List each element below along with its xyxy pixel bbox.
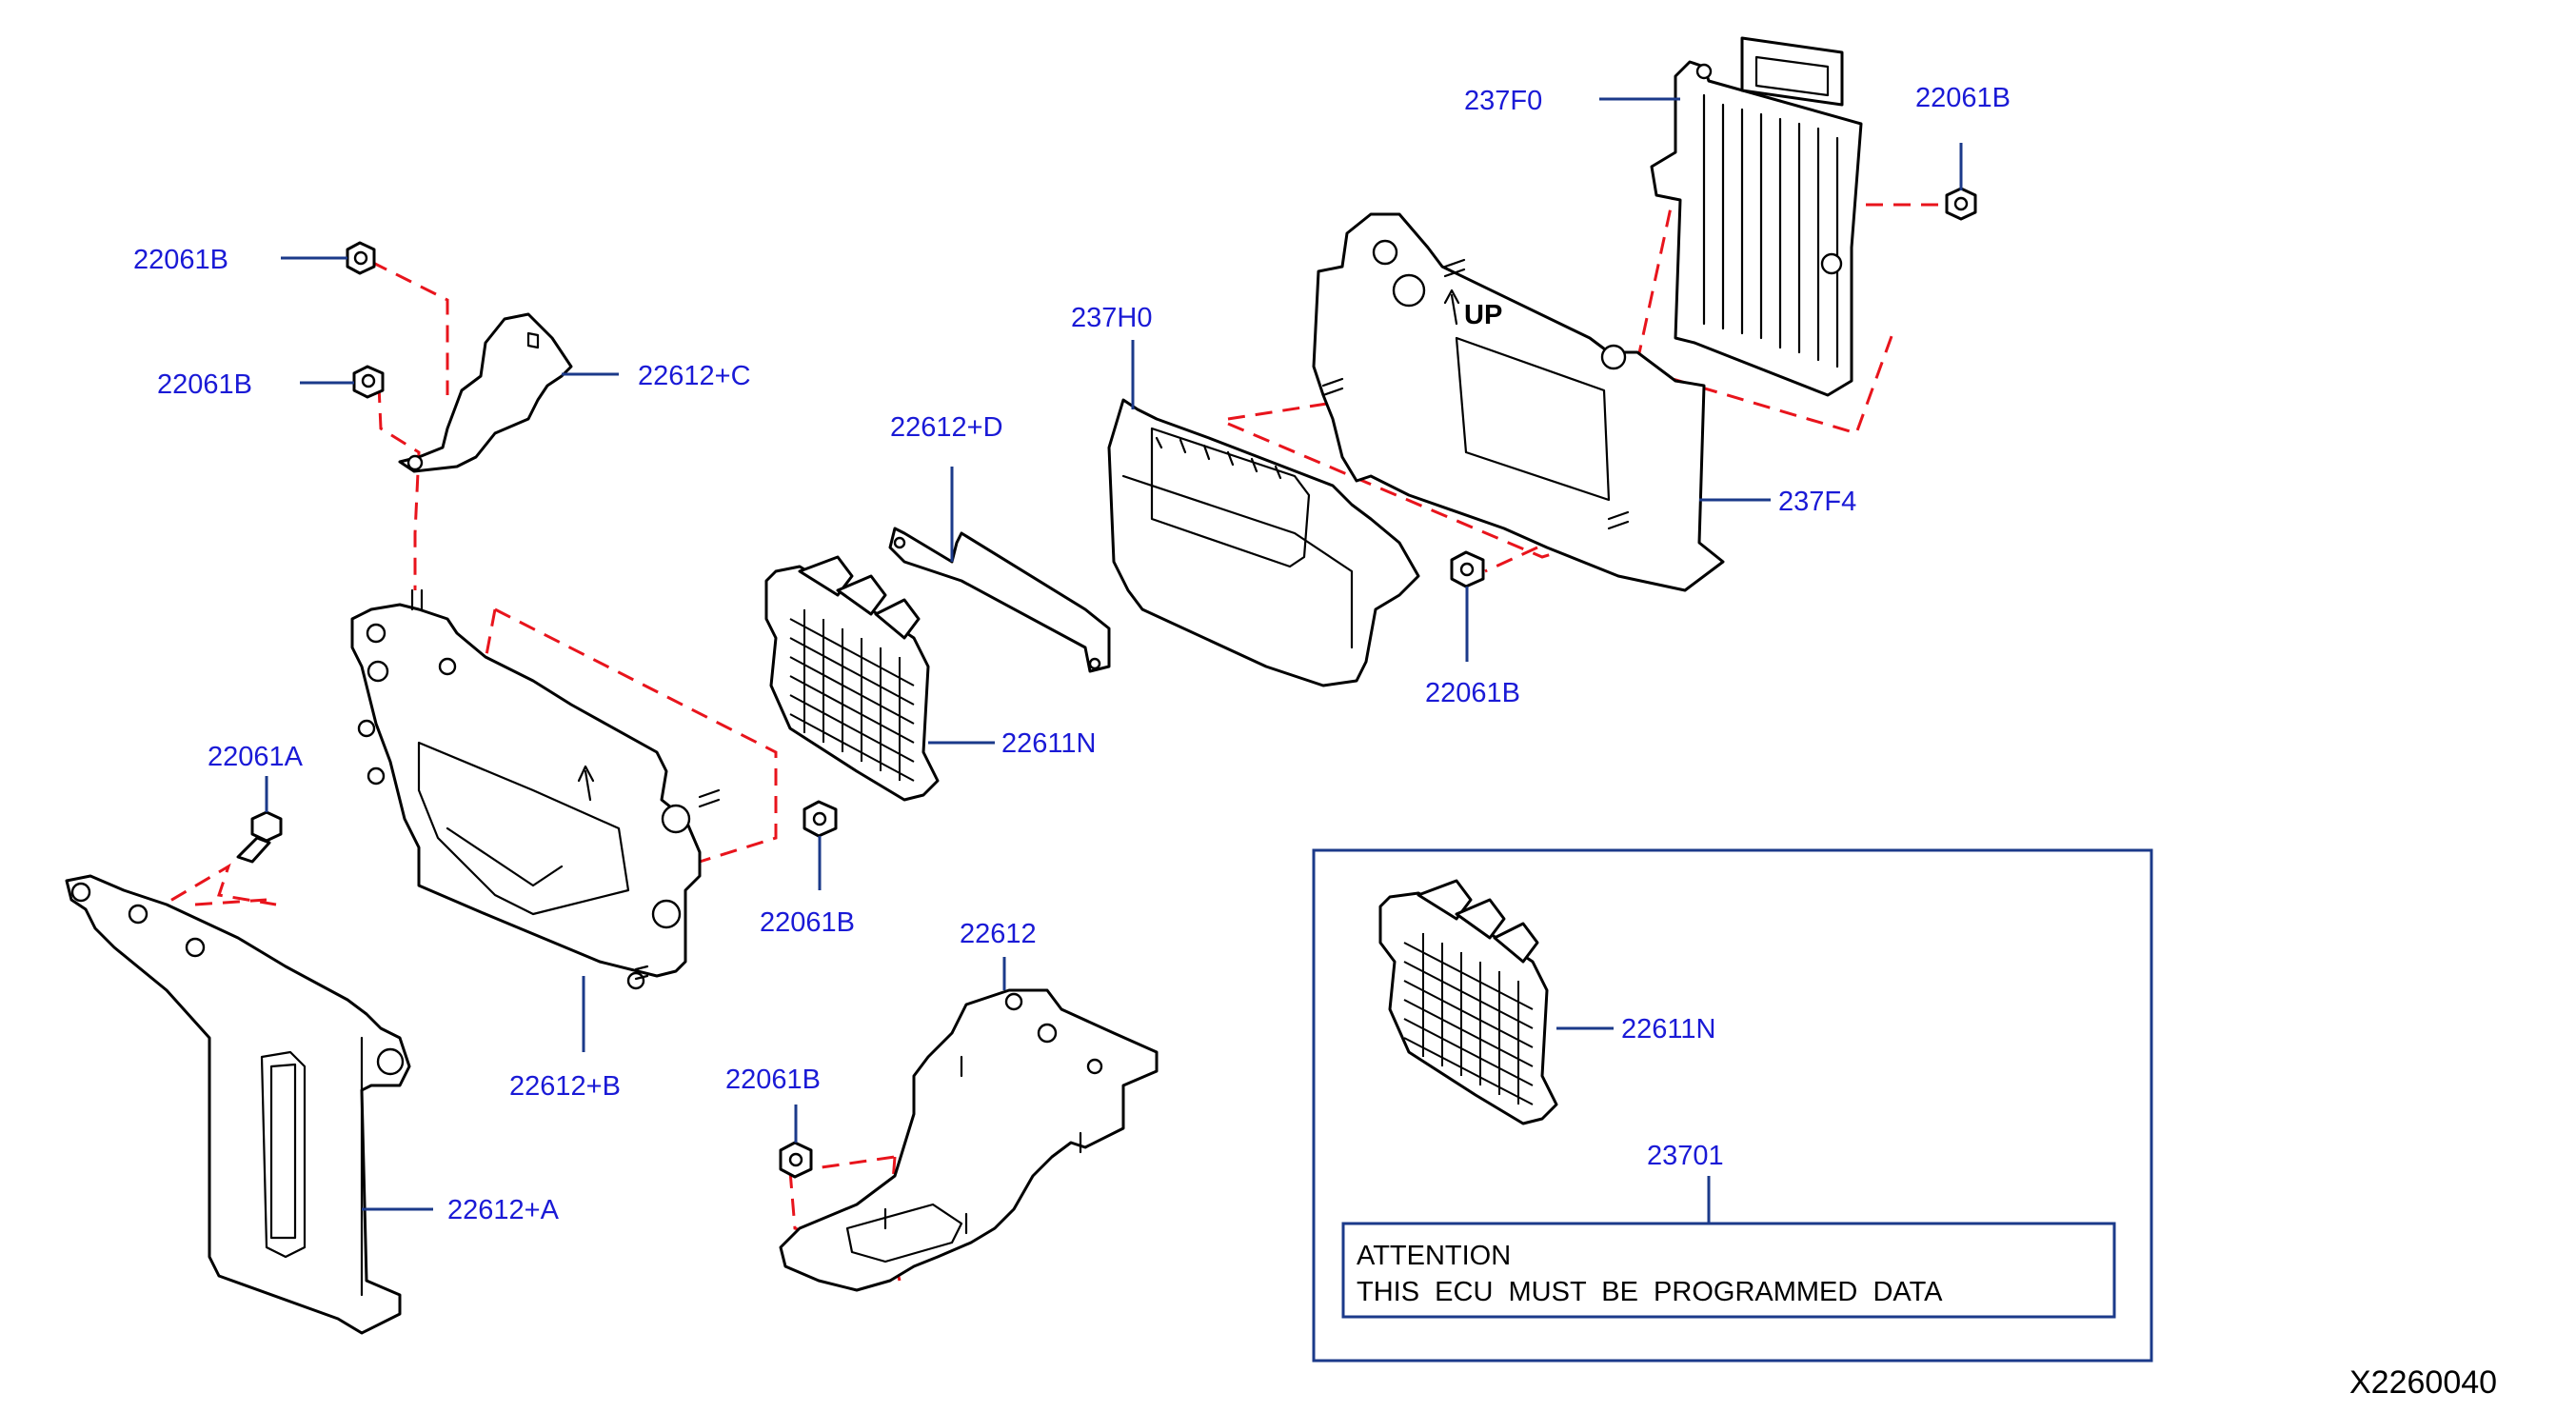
label-22061A: 22061A [208, 742, 304, 772]
label-23701: 23701 [1647, 1141, 1724, 1171]
bracket-22612-B [350, 603, 702, 990]
label-22611N-inset: 22611N [1621, 1014, 1715, 1045]
attention-message: THIS ECU MUST BE PROGRAMMED DATA [1357, 1277, 1943, 1307]
label-22061B-middle: 22061B [1425, 678, 1520, 708]
ecu-237F0 [1650, 36, 1863, 397]
attention-title: ATTENTION [1357, 1241, 1511, 1271]
label-237F0: 237F0 [1464, 86, 1542, 116]
bracket-22612-C [398, 312, 573, 473]
diagram-reference-code: X2260040 [2349, 1364, 2497, 1401]
label-22061B-top-right: 22061B [1915, 83, 2011, 113]
label-22061B-lower: 22061B [760, 907, 855, 938]
attention-label-box [1341, 1222, 2116, 1319]
label-237F4: 237F4 [1778, 487, 1856, 517]
bracket-237F4: UP [1312, 212, 1725, 592]
inset-panel: ATTENTION THIS ECU MUST BE PROGRAMMED DA… [1312, 848, 2153, 1363]
bolt-22061A [250, 810, 283, 843]
label-22061B-bottom: 22061B [725, 1065, 821, 1095]
ecu-22611N-inset [1378, 879, 1558, 1125]
label-22061B-upper-left-2: 22061B [157, 369, 252, 400]
leader-lines [265, 97, 1963, 1224]
label-22612-A: 22612+A [447, 1195, 560, 1225]
bracket-22612-D [888, 527, 1111, 673]
part-labels: 237F0 22061B 22061B 22061B 22612+C 237H0… [133, 83, 2011, 1225]
label-22611N: 22611N [1001, 728, 1096, 759]
label-237H0: 237H0 [1071, 303, 1152, 333]
bracket-22612 [779, 988, 1159, 1292]
bracket-22612-A [65, 874, 411, 1335]
fasteners [236, 187, 1977, 1179]
ecu-237H0 [1107, 398, 1420, 687]
ecu-22611N [764, 555, 940, 802]
label-22612: 22612 [960, 919, 1037, 949]
label-22061B-upper-left: 22061B [133, 245, 228, 275]
label-22612-B: 22612+B [509, 1071, 621, 1102]
inset-frame [1312, 848, 2153, 1363]
up-arrow-label: UP [1464, 300, 1502, 330]
label-22612-C: 22612+C [638, 361, 751, 391]
label-22612-D: 22612+D [890, 412, 1003, 443]
